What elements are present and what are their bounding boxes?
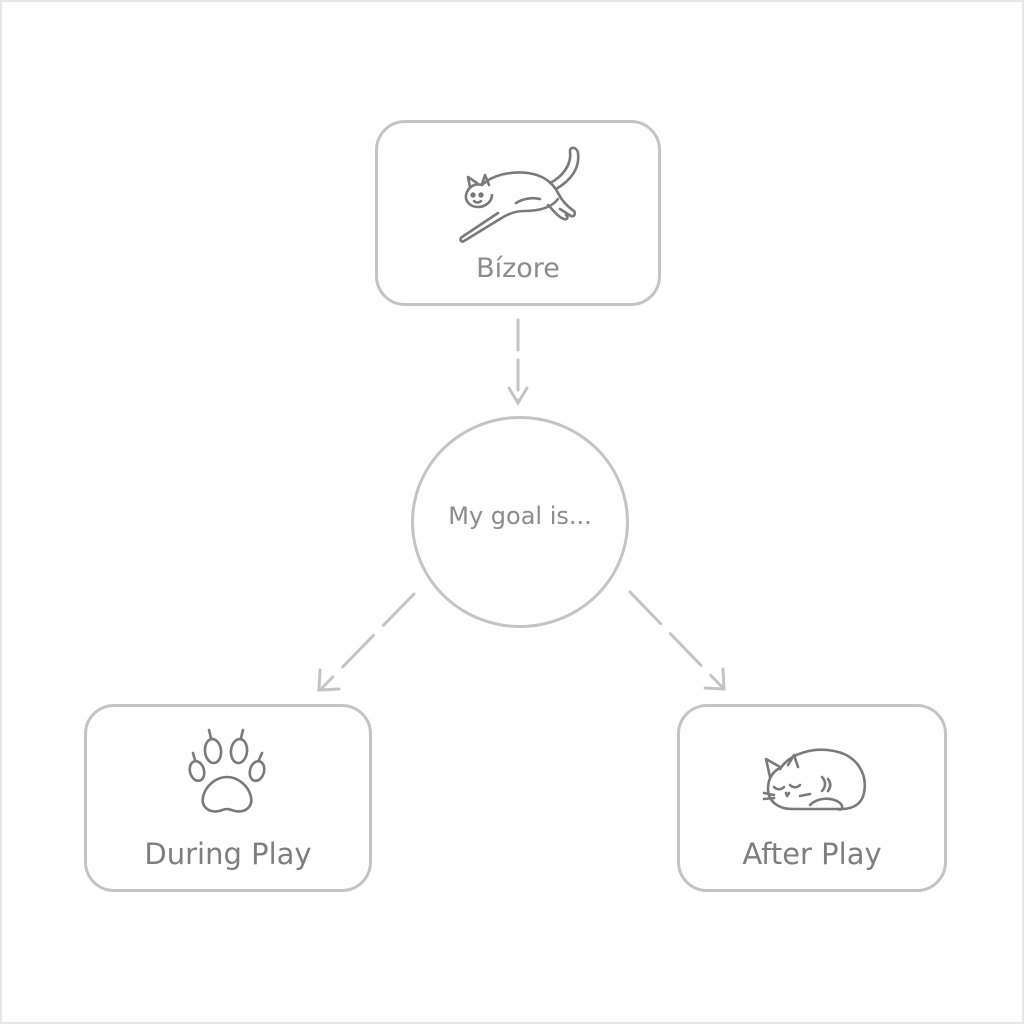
edge-top-to-center (507, 318, 529, 406)
node-left-label: During Play (144, 837, 312, 871)
paw-print-icon (185, 727, 269, 817)
node-right[interactable]: After Play (677, 704, 947, 892)
edge-center-to-left (317, 592, 416, 692)
node-top-label: Bízore (476, 253, 560, 284)
node-top[interactable]: Bízore (375, 120, 661, 306)
node-center-label: My goal is... (448, 502, 592, 530)
sleeping-cat-icon (760, 741, 872, 817)
node-left[interactable]: During Play (84, 704, 372, 892)
node-center[interactable]: My goal is... (411, 416, 629, 628)
leaping-cat-icon (452, 141, 588, 251)
edge-center-to-right (628, 590, 726, 691)
node-right-label: After Play (742, 837, 882, 871)
